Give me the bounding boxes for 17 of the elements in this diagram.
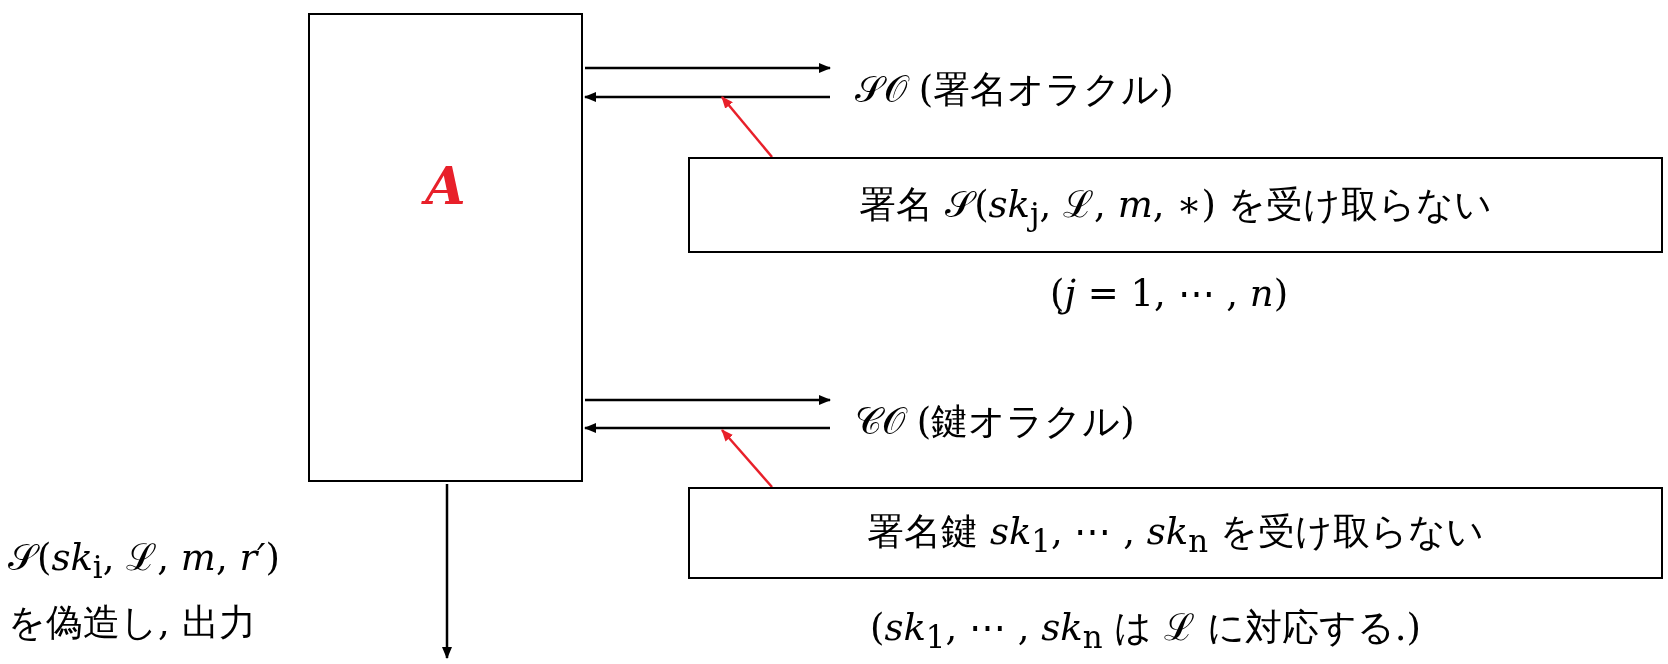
arrow xyxy=(585,395,831,405)
leader-line xyxy=(721,96,773,158)
note-caption: (sk$_{1}$, ⋯ , sk$_{n}$ は ℒ に対応する.) xyxy=(870,605,1422,656)
oracle-text: 𝒞𝒪 (鍵オラクル) xyxy=(855,400,1135,443)
note-box xyxy=(688,157,1663,253)
leader-line xyxy=(721,429,773,488)
edge-label: 𝒮(sk$_{i}$, ℒ, m, r′) を偽造し, 出力 xyxy=(8,535,281,647)
arrow xyxy=(442,484,452,659)
oracle-text: 𝒮𝒪 (署名オラクル) xyxy=(855,68,1174,111)
arrow xyxy=(585,63,831,73)
arrow xyxy=(584,423,830,433)
note-box xyxy=(688,487,1663,579)
note-text: 署名鍵 sk$_{1}$, ⋯ , sk$_{n}$ を受け取らない xyxy=(867,508,1484,560)
note-caption: (j = 1, ⋯ , n) xyxy=(1050,272,1289,315)
arrow xyxy=(584,92,830,102)
note-text: 署名 𝒮(sk$_{j}$, ℒ, m, ∗) を受け取らない xyxy=(859,182,1492,233)
process-box xyxy=(308,13,583,482)
